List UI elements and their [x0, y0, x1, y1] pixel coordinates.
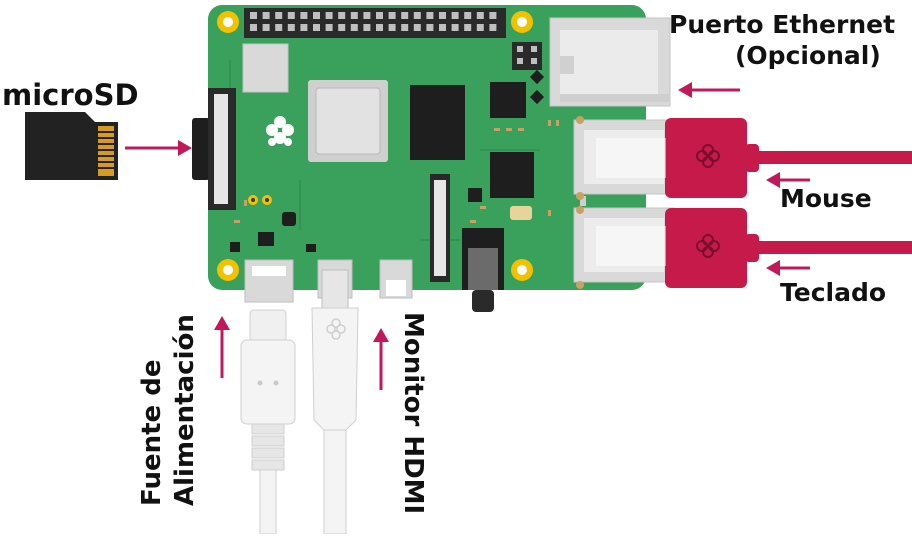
- gpio-pin: [451, 12, 459, 19]
- gpio-pin: [287, 12, 295, 19]
- gpio-pin: [489, 12, 497, 19]
- audio-jack: [462, 228, 504, 312]
- gpio-pin: [338, 24, 346, 31]
- soc-chip: [308, 80, 388, 162]
- gpio-pin: [325, 12, 333, 19]
- gpio-pin: [401, 12, 409, 19]
- gpio-pin: [413, 12, 421, 19]
- raspberry-logo-icon: [266, 116, 294, 146]
- power-label-line1: Fuente de: [137, 359, 167, 506]
- gpio-pin: [350, 24, 358, 31]
- gpio-pin: [262, 24, 270, 31]
- gpio-pin: [401, 24, 409, 31]
- gpio-pin: [262, 12, 270, 19]
- gpio-pin: [325, 24, 333, 31]
- microsd-arrow: [125, 140, 192, 156]
- ethernet-label-line2: (Opcional): [735, 41, 881, 70]
- gpio-pin: [287, 24, 295, 31]
- gpio-pin: [300, 24, 308, 31]
- gpio-pin: [426, 12, 434, 19]
- ethernet-label-line1: Puerto Ethernet: [669, 10, 896, 39]
- gpio-pin: [451, 24, 459, 31]
- gpio-pin: [338, 12, 346, 19]
- gpio-pin: [464, 12, 472, 19]
- gpio-pin: [363, 12, 371, 19]
- power-cable: [240, 309, 296, 535]
- gpio-pin: [313, 24, 320, 31]
- gpio-pin: [250, 12, 257, 19]
- keyboard-arrow: [766, 260, 810, 276]
- gpio-pin: [350, 12, 358, 19]
- gpio-pin: [489, 24, 497, 31]
- hdmi-cable: [311, 269, 359, 535]
- gpio-pin: [439, 24, 446, 31]
- hdmi-arrow: [373, 328, 389, 390]
- gpio-pin: [250, 24, 257, 31]
- power-label-line2: Alimentación: [170, 314, 200, 506]
- gpio-pin: [363, 24, 371, 31]
- gpio-pin: [388, 24, 396, 31]
- gpio-pin: [300, 12, 308, 19]
- gpio-pin: [376, 12, 383, 19]
- mouse-label: Mouse: [780, 184, 872, 213]
- keyboard-usb-plug: [665, 208, 912, 288]
- microsd-label: microSD: [2, 78, 139, 112]
- mounting-holes: [217, 11, 533, 281]
- mouse-arrow: [766, 172, 810, 188]
- gpio-pin: [275, 24, 283, 31]
- hdmi-label: Monitor HDMI: [398, 312, 428, 515]
- mouse-usb-plug: [665, 118, 912, 198]
- ethernet-port: [549, 17, 671, 107]
- gpio-pin: [464, 24, 472, 31]
- gpio-pin: [476, 24, 484, 31]
- gpio-pin: [476, 12, 484, 19]
- power-arrow: [214, 316, 230, 378]
- gpio-header: [244, 8, 506, 38]
- gpio-pin: [426, 24, 434, 31]
- keyboard-label: Teclado: [780, 278, 887, 307]
- gpio-pin: [313, 12, 320, 19]
- gpio-pin: [439, 12, 446, 19]
- gpio-pin: [413, 24, 421, 31]
- gpio-pin: [275, 12, 283, 19]
- ethernet-arrow: [678, 82, 740, 98]
- gpio-pin: [376, 24, 383, 31]
- microsd-card: [25, 112, 118, 180]
- gpio-pin: [388, 12, 396, 19]
